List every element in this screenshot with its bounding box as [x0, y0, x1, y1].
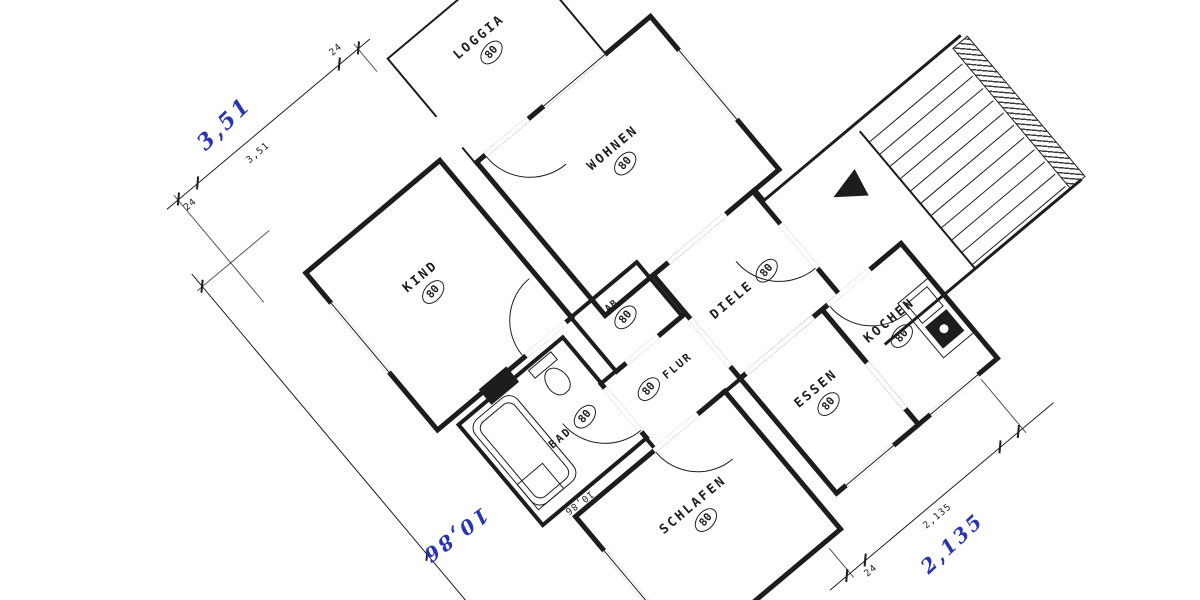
dim-tick: [195, 176, 199, 190]
dim-label-wall-right: 24: [327, 41, 345, 59]
stair-tread: [920, 124, 1015, 204]
stair-tread: [931, 137, 1025, 216]
wall-hatch: [952, 35, 1086, 190]
dim-extension: [828, 548, 855, 578]
dim-label-wall-left: 24: [181, 196, 200, 214]
stair-tread: [879, 75, 974, 155]
stair-tread: [972, 186, 1066, 265]
dim-tick: [1016, 425, 1020, 439]
dim-label-top: 3,51: [244, 140, 272, 166]
stair-tread: [910, 112, 1005, 192]
handwritten-dim-top: 3,51: [191, 91, 258, 156]
dim-tick: [863, 553, 867, 567]
dim-extension: [980, 378, 1027, 434]
handwritten-dim-left: 10,86: [417, 502, 494, 569]
landing-top-wall: [762, 34, 962, 202]
floor-plan: 24 24 3,51 3,51 10,86 10,86 24 2,135 2,1…: [7, 0, 1200, 600]
stair-tread: [890, 88, 984, 167]
stair-tread: [869, 63, 964, 143]
dim-tick: [337, 57, 341, 71]
dim-label-bottom: 2,135: [921, 501, 954, 532]
dim-extension: [353, 43, 378, 72]
entrance-arrow-icon: [826, 168, 869, 211]
dim-extension: [197, 229, 270, 292]
stair-tread: [900, 100, 994, 180]
stair-tread: [941, 149, 1036, 229]
dim-tick: [998, 440, 1002, 454]
stair-tread: [951, 161, 1046, 241]
